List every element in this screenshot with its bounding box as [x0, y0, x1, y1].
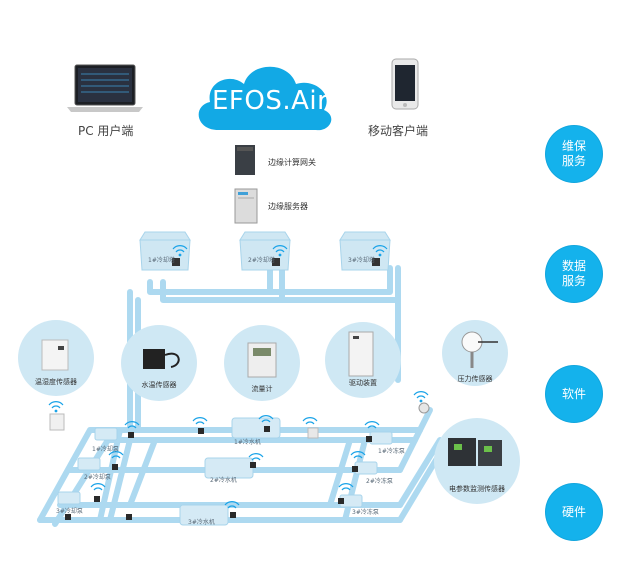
- data-service-line1: 数据: [561, 259, 586, 273]
- maintenance-line2: 服务: [561, 154, 586, 168]
- maintenance-line1: 维保: [561, 139, 586, 153]
- hardware-button[interactable]: 硬件: [546, 484, 602, 540]
- water-temp-sensor-circle: [121, 325, 197, 401]
- temp-humidity-device-icon: [41, 339, 69, 371]
- flow-meter-device-icon: [247, 342, 277, 378]
- edge-server-device: [234, 188, 258, 224]
- chiller-3-label: 3#冷水机: [188, 519, 215, 526]
- temp-humidity-sensor-circle: [18, 320, 94, 396]
- drive-device-icon: [348, 331, 374, 377]
- water-temp-label: 水温传感器: [141, 381, 177, 389]
- software-button[interactable]: 软件: [546, 366, 602, 422]
- gateway-icon: [235, 145, 255, 175]
- chiller-2-label: 2#冷水机: [210, 477, 237, 484]
- laptop-icon: [67, 64, 143, 112]
- multi-param-sensor-circle: [434, 418, 520, 504]
- chw-pump-2-label: 2#冷冻泵: [366, 478, 393, 485]
- cloud: [188, 58, 338, 138]
- edge-gateway-device: [234, 144, 256, 176]
- hardware-label: 硬件: [561, 504, 586, 519]
- tower-1-label: 1#冷却塔: [148, 257, 175, 264]
- drive-device-label: 驱动装置: [349, 379, 377, 387]
- tower-2-label: 2#冷却塔: [248, 257, 275, 264]
- cooling-tower-1: [139, 231, 191, 271]
- tower-3-label: 3#冷却塔: [348, 257, 375, 264]
- maintenance-service-button[interactable]: 维保服务: [546, 126, 602, 182]
- pressure-gauge-icon: [461, 331, 498, 368]
- pressure-sensor-circle: [442, 320, 508, 386]
- pc-laptop: [65, 62, 145, 117]
- drive-device-circle: [325, 322, 401, 398]
- cool-pump-2-label: 2#冷却泵: [84, 474, 111, 481]
- chiller-1-label: 1#冷水机: [234, 439, 261, 446]
- data-service-line2: 服务: [561, 274, 586, 288]
- software-label: 软件: [561, 386, 586, 401]
- pc-client-label: PC 用户端: [78, 124, 134, 138]
- cool-pump-1-label: 1#冷却泵: [92, 446, 119, 453]
- chw-pump-3-label: 3#冷冻泵: [352, 509, 379, 516]
- edge-gateway-label: 边缘计算网关: [268, 158, 316, 167]
- data-service-button[interactable]: 数据服务: [546, 246, 602, 302]
- server-icon: [234, 188, 258, 224]
- flow-meter-label: 流量计: [251, 385, 273, 393]
- pressure-sensor-label: 压力传感器: [457, 375, 493, 383]
- edge-server-label: 边缘服务器: [268, 202, 308, 211]
- phone-icon: [391, 58, 419, 110]
- multi-param-sensor-label: 电参数监测传感器: [449, 485, 505, 493]
- cloud-title: EFOS.Air: [212, 86, 329, 116]
- cool-pump-3-label: 3#冷却泵: [56, 508, 83, 515]
- flow-meter-circle: [224, 325, 300, 401]
- mobile-client-label: 移动客户端: [368, 124, 429, 138]
- chw-pump-1-label: 1#冷冻泵: [378, 448, 405, 455]
- electric-meter-icon: [448, 438, 502, 466]
- mobile-phone: [390, 58, 420, 110]
- temp-humidity-label: 温湿度传感器: [35, 378, 77, 386]
- cloud-icon: [198, 66, 332, 131]
- water-temp-device-icon: [143, 349, 180, 369]
